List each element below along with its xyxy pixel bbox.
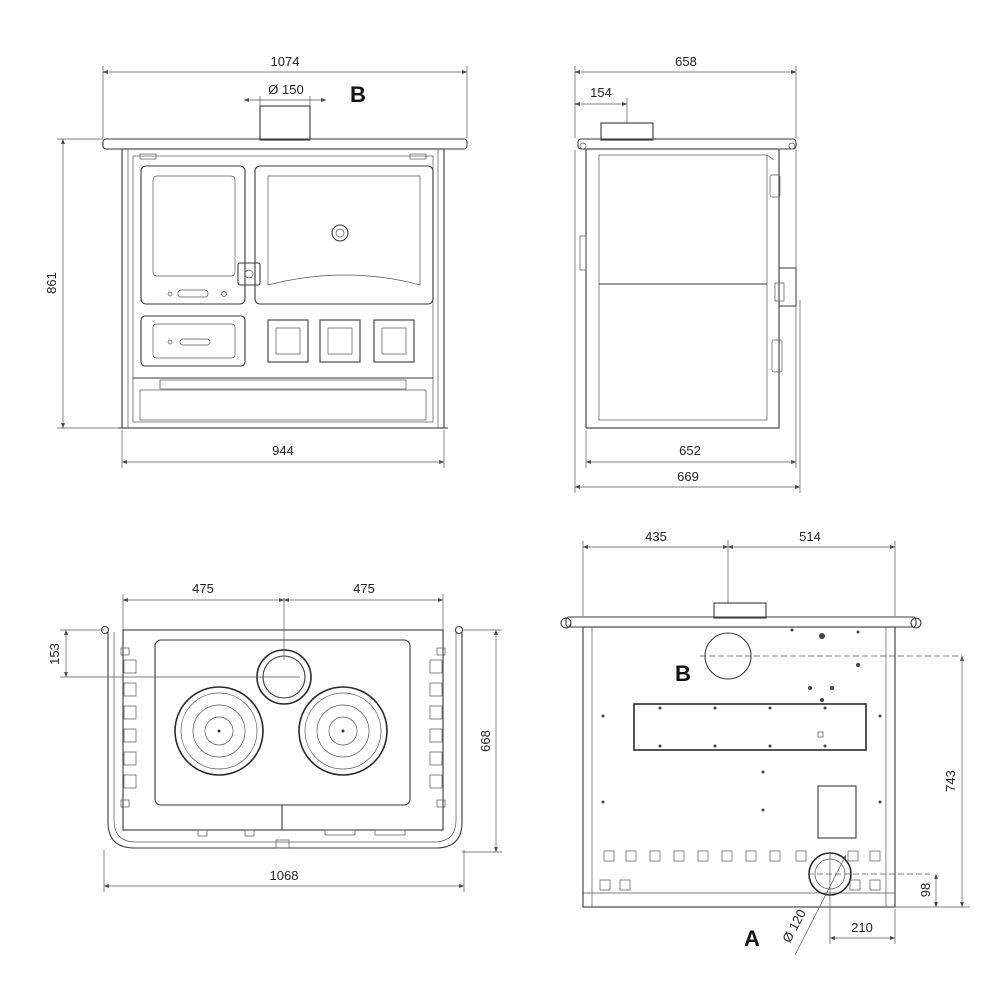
front-body-width-dimension: 944 — [272, 443, 294, 458]
rear-flue-to-right-dimension: 514 — [799, 529, 821, 544]
rear-intake-diameter-dimension: Ø 120 — [779, 907, 809, 945]
front-flue-label-b: B — [350, 82, 366, 107]
rear-intake-offset-dimension: 210 — [851, 920, 873, 935]
top-left-hotplate — [174, 686, 264, 776]
front-height-dimension: 861 — [44, 272, 59, 294]
side-flue-offset-dimension: 154 — [590, 85, 612, 100]
side-depth-dimension: 658 — [675, 54, 697, 69]
top-right-half-dimension: 475 — [353, 581, 375, 596]
top-depth-dimension: 668 — [478, 730, 493, 752]
rear-air-intake-label-a: A — [744, 926, 760, 951]
top-width-dimension: 1068 — [270, 868, 299, 883]
top-right-grill — [429, 659, 443, 789]
top-right-hotplate — [298, 686, 388, 776]
rear-view: 435 514 B 743 98 210 Ø 120 A — [560, 529, 970, 956]
top-view: 475 475 153 668 1068 — [47, 581, 502, 892]
rear-flue-height-dimension: 743 — [943, 770, 958, 792]
rear-vents — [599, 850, 881, 891]
side-total-depth-dimension: 669 — [677, 469, 699, 484]
side-view: 658 154 652 669 — [574, 54, 801, 493]
rear-intake-height-dimension: 98 — [918, 883, 933, 897]
rear-left-to-flue-dimension: 435 — [645, 529, 667, 544]
front-width-dimension: 1074 — [271, 54, 300, 69]
top-left-half-dimension: 475 — [192, 581, 214, 596]
front-view: 1074 Ø 150 B 861 944 — [44, 54, 468, 468]
top-flue-offset-dimension: 153 — [47, 643, 62, 665]
side-body-depth-dimension: 652 — [679, 443, 701, 458]
top-left-grill — [123, 659, 137, 789]
rear-flue-label-b: B — [675, 661, 691, 686]
front-flue-diameter-dimension: Ø 150 — [268, 82, 303, 97]
